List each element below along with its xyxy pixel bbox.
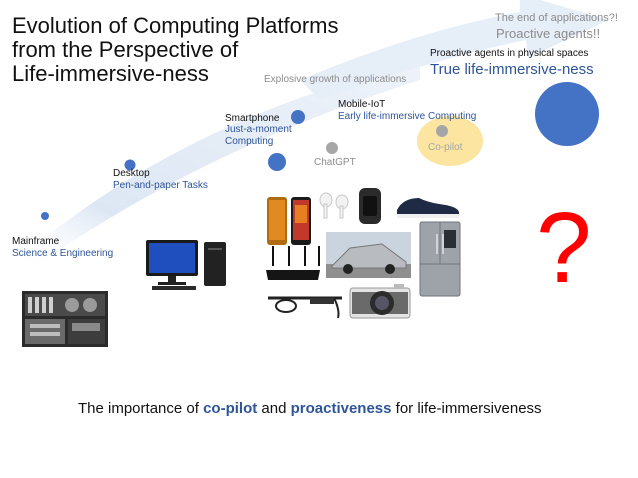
bottom-suffix: for life-immersiveness — [395, 400, 542, 417]
desktop-computer-icon — [146, 240, 226, 290]
title-line-2: from the Perspective of — [12, 37, 239, 62]
smartphone-era-desc-2: Computing — [225, 136, 274, 147]
desktop-dot — [124, 159, 136, 171]
smartphones-icon — [267, 197, 311, 245]
smartphone-era-desc-1: Just-a-moment — [225, 124, 292, 135]
mobile-iot-era-desc: Early life-immersive Computing — [338, 111, 477, 122]
copilot-bubble — [417, 116, 483, 166]
mainframe-photo — [22, 291, 108, 347]
title-line-3: Life-immersive-ness — [12, 61, 209, 86]
end-of-applications-text: The end of applications?! — [495, 12, 618, 24]
desktop-era-desc: Pen-and-paper Tasks — [113, 180, 208, 191]
proactive-dot — [535, 82, 599, 146]
bottom-copilot: co-pilot — [203, 400, 258, 417]
sneaker-icon — [397, 198, 459, 218]
title-line-1: Evolution of Computing Platforms — [12, 13, 339, 38]
copilot-label: Co-pilot — [428, 142, 463, 153]
slide-title: Evolution of Computing Platforms from th… — [12, 14, 339, 86]
copilot-dot — [436, 125, 448, 137]
smartphone-dot-lower — [268, 153, 286, 171]
earbuds-icon — [319, 192, 349, 219]
proactive-agents-text: Proactive agents!! — [496, 26, 601, 41]
chatgpt-label: ChatGPT — [314, 157, 356, 168]
question-mark: ? — [536, 192, 592, 304]
car-icon — [326, 232, 411, 278]
bottom-prefix: The importance of — [78, 400, 199, 417]
mobile-iot-era-name: Mobile-IoT — [338, 99, 386, 110]
chatgpt-dot — [326, 142, 338, 154]
proactive-era-desc: True life-immersive-ness — [430, 61, 594, 78]
bottom-message: The importance of co-pilot and proactive… — [78, 400, 542, 417]
smartphone-dot-upper — [291, 110, 305, 124]
proactive-era-name: Proactive agents in physical spaces — [430, 48, 589, 59]
camera-icon — [349, 284, 411, 319]
smartwatch-icon — [359, 188, 381, 224]
smart-glasses-icon — [268, 296, 342, 319]
bottom-and: and — [261, 400, 287, 417]
mainframe-dot — [41, 212, 49, 220]
smartphone-era-name: Smartphone — [225, 113, 280, 124]
bottom-proactiveness: proactiveness — [290, 400, 392, 417]
router-icon — [266, 246, 320, 280]
explosive-growth-label: Explosive growth of applications — [264, 74, 407, 85]
mainframe-era-desc: Science & Engineering — [12, 248, 114, 259]
desktop-era-name: Desktop — [113, 168, 150, 179]
refrigerator-icon — [419, 221, 461, 297]
mainframe-era-name: Mainframe — [12, 236, 60, 247]
